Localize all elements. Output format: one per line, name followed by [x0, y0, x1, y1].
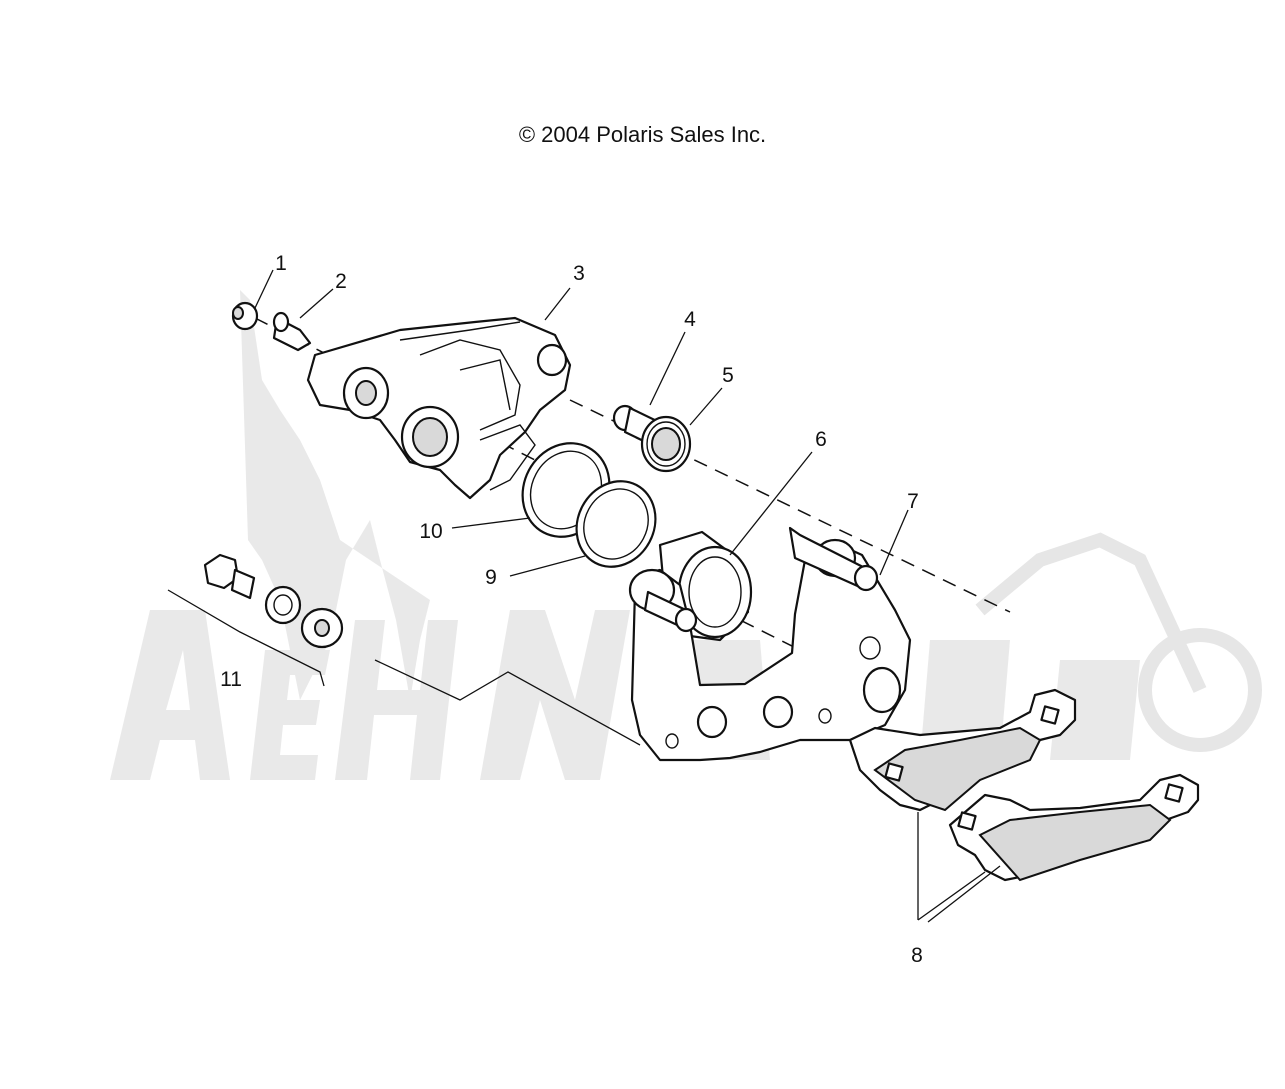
callout-1: 1 [275, 252, 287, 275]
banjo-bolt-kit [203, 553, 344, 649]
copyright-notice: © 2004 Polaris Sales Inc. [518, 122, 767, 147]
dust-seal [575, 480, 657, 568]
callout-4: 4 [684, 308, 696, 331]
callout-11: 11 [220, 668, 242, 691]
callout-9: 9 [485, 566, 497, 589]
callout-8: 8 [911, 944, 923, 967]
pin-boot [640, 415, 692, 473]
callout-2: 2 [335, 270, 347, 293]
bleeder-cap [231, 301, 259, 331]
callout-5: 5 [722, 364, 734, 387]
bleeder-screw [272, 311, 312, 352]
brake-pad-outer [948, 773, 1200, 882]
callout-10: 10 [419, 520, 442, 543]
caliper-bracket [628, 526, 912, 762]
callout-7: 7 [907, 490, 919, 513]
brake-pad-inner [848, 688, 1077, 812]
callout-6: 6 [815, 428, 827, 451]
caliper-body [306, 316, 572, 500]
callout-labels: 1 2 3 4 5 6 7 8 9 10 11 [220, 252, 923, 967]
callout-3: 3 [573, 262, 585, 285]
leader-lines [167, 269, 1001, 923]
